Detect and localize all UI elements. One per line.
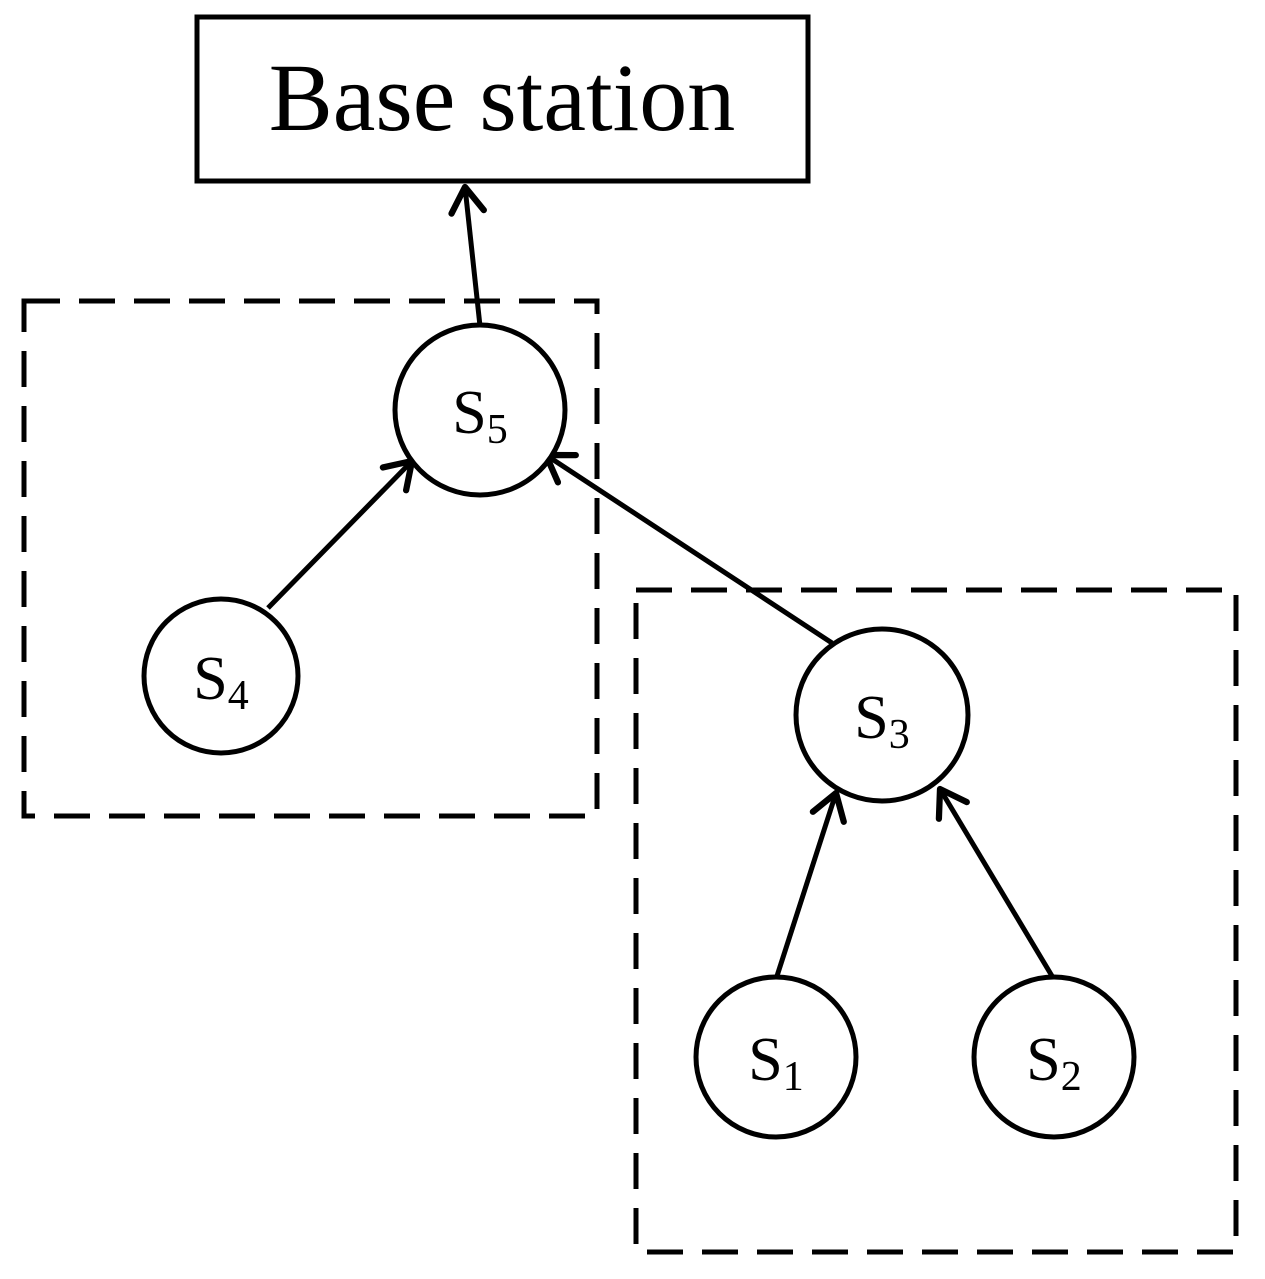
edge-s2-to-s3 (935, 785, 1055, 978)
base-station: Base station (194, 14, 811, 184)
node-s3-label: S3 (854, 684, 909, 758)
node-s4: S4 (141, 596, 301, 756)
node-s2-circle (971, 974, 1137, 1140)
node-s1-label: S1 (748, 1026, 803, 1100)
node-s4-label: S4 (193, 645, 248, 719)
edge-s5-to-base-station (448, 183, 487, 327)
base-station-box (194, 14, 811, 184)
node-s5: S5 (392, 322, 568, 498)
cluster-box-s3-s1-s2 (633, 587, 1239, 1255)
base-station-label: Base station (269, 44, 736, 151)
edge-s4-to-s5 (266, 457, 416, 610)
node-s1: S1 (693, 974, 859, 1140)
node-s1-circle (693, 974, 859, 1140)
edge-s3-to-s5 (542, 451, 834, 646)
cluster-box-s5-s4 (21, 298, 600, 819)
node-s2-label: S2 (1026, 1026, 1081, 1100)
node-s4-circle (141, 596, 301, 756)
node-s2: S2 (971, 974, 1137, 1140)
node-s5-circle (392, 322, 568, 498)
node-s5-label: S5 (452, 379, 507, 453)
node-s3-circle (793, 626, 971, 804)
edge-s1-to-s3 (774, 789, 847, 977)
node-s3: S3 (793, 626, 971, 804)
